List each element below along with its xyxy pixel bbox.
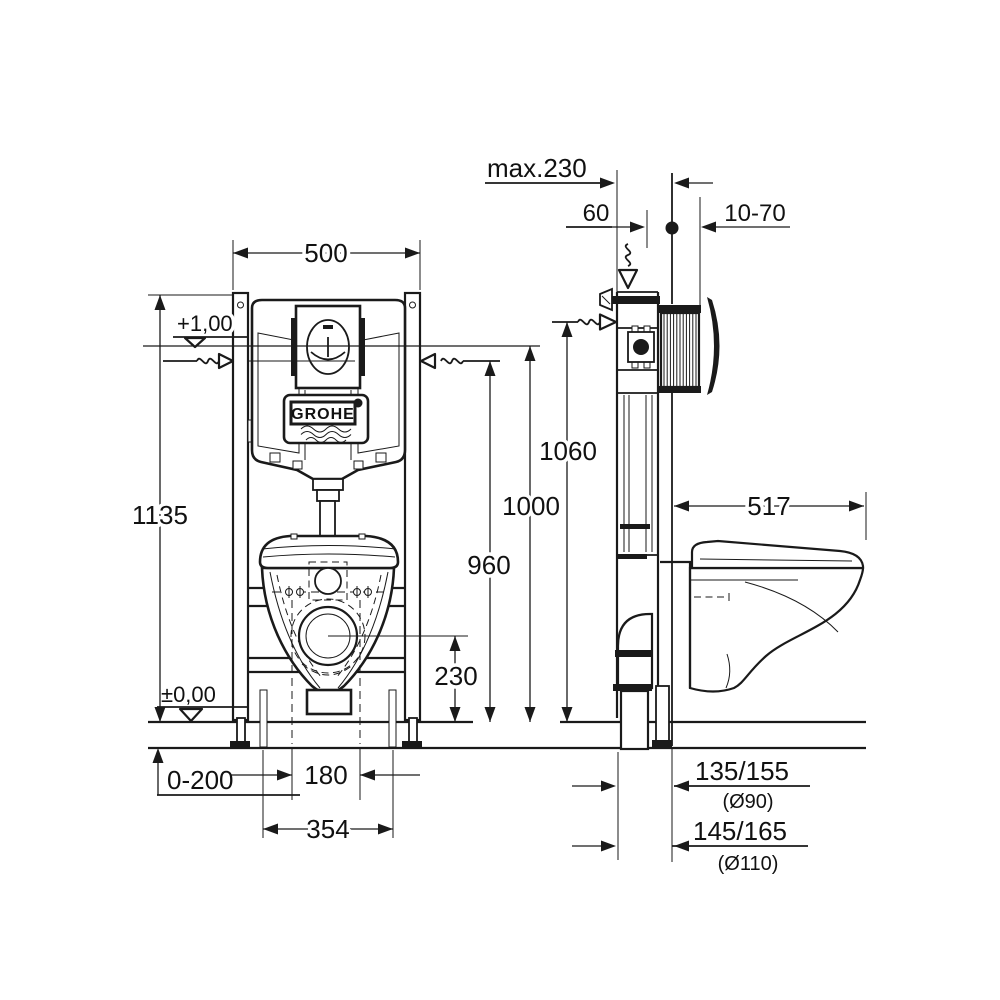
drain-bend-box xyxy=(305,688,353,716)
frame-side-profile xyxy=(599,287,672,751)
dim-label-d110: (Ø110) xyxy=(718,853,779,875)
level-marker-zero: ±0,00 xyxy=(157,679,247,723)
dimension-frame-height: 1135 xyxy=(129,294,232,722)
level-label-zero: ±0,00 xyxy=(161,682,216,707)
flow-arrow-icon xyxy=(419,352,437,370)
dimension-max-depth: max.230 xyxy=(484,150,713,292)
dimension-drain-offsets: 135/155 (Ø90) 145/165 (Ø110) xyxy=(572,748,810,878)
left-foot-plate xyxy=(230,741,250,748)
dimension-frame-width: 500 xyxy=(232,235,421,290)
dim-label-145-165: 145/165 xyxy=(693,816,787,846)
flow-arrow-icon xyxy=(217,352,235,370)
brand-logo: GROHE xyxy=(282,393,370,445)
dim-label-517: 517 xyxy=(747,491,790,521)
dim-label-180: 180 xyxy=(304,760,347,790)
squiggle-icon xyxy=(624,243,632,267)
dim-label-960: 960 xyxy=(467,550,510,580)
dim-label-135-155: 135/155 xyxy=(695,756,789,786)
dimension-bolt-spacing: 180 xyxy=(230,748,420,800)
flow-arrow-down-icon xyxy=(617,268,639,290)
dim-label-230: 230 xyxy=(434,661,477,691)
dim-label-500: 500 xyxy=(304,238,347,268)
dimension-bowl-depth: 517 xyxy=(674,488,867,540)
flush-valve-oval xyxy=(306,319,350,375)
right-pipe-stub xyxy=(388,689,397,748)
level-triangle-icon xyxy=(183,336,207,349)
dim-label-0-200: 0-200 xyxy=(167,765,234,795)
dimension-floor-buildup: 0-200 xyxy=(152,748,300,799)
floor-lines xyxy=(148,720,866,750)
left-pipe-stub xyxy=(259,689,268,748)
dim-label-354: 354 xyxy=(306,814,349,844)
dim-label-10-70: 10-70 xyxy=(724,200,785,227)
dim-label-60: 60 xyxy=(583,200,610,227)
toilet-bowl-front xyxy=(258,533,400,744)
flush-plate-hatch xyxy=(663,314,697,386)
level-label-plus100: +1,00 xyxy=(177,311,233,336)
wall-reference-dot xyxy=(665,221,679,235)
squiggle-icon xyxy=(196,357,220,365)
level-marker-plus100: +1,00 xyxy=(173,308,247,349)
toilet-bowl-side xyxy=(660,539,865,693)
logo-registered-dot xyxy=(353,398,363,408)
access-plate xyxy=(291,304,365,390)
dim-label-max230: max.230 xyxy=(487,153,587,183)
dim-label-1135: 1135 xyxy=(132,500,188,530)
flush-inlet xyxy=(314,567,342,595)
water-supply-arrows xyxy=(163,352,500,370)
drain-drop-pipe xyxy=(619,689,650,751)
level-triangle-icon xyxy=(178,707,204,723)
right-foot-plate xyxy=(402,741,422,748)
dimension-front-offset: 60 xyxy=(566,197,648,248)
height-dimensions: 1060 1000 960 xyxy=(464,313,618,722)
flush-plate xyxy=(659,297,720,395)
wall-reference xyxy=(665,173,679,746)
seat-lid xyxy=(690,539,865,570)
flush-plate-cover xyxy=(707,297,720,395)
brand-logo-text: GROHE xyxy=(291,406,355,423)
side-foot-plate xyxy=(652,740,672,747)
dim-label-1000: 1000 xyxy=(502,491,560,521)
bowl-rim xyxy=(258,534,400,570)
dimension-wall-range: 10-70 xyxy=(699,197,790,310)
bowl-side-body xyxy=(688,566,865,693)
dim-label-d90: (Ø90) xyxy=(722,791,773,813)
squiggle-icon xyxy=(440,357,464,365)
frame-bolt-detail xyxy=(627,325,655,369)
front-view: GROHE xyxy=(129,235,540,848)
fixing-bolts xyxy=(285,586,372,598)
squiggle-icon xyxy=(577,318,601,326)
frame-rails xyxy=(230,291,422,748)
flow-arrow-icon xyxy=(598,313,618,331)
dimension-drain-height: 230 xyxy=(328,635,481,722)
dimension-base-spacing: 354 xyxy=(262,750,394,848)
flush-pipe xyxy=(312,478,344,491)
dim-label-1060: 1060 xyxy=(539,436,597,466)
flush-flow-indicator xyxy=(617,243,639,290)
side-view: max.230 60 10-70 517 xyxy=(484,150,867,878)
